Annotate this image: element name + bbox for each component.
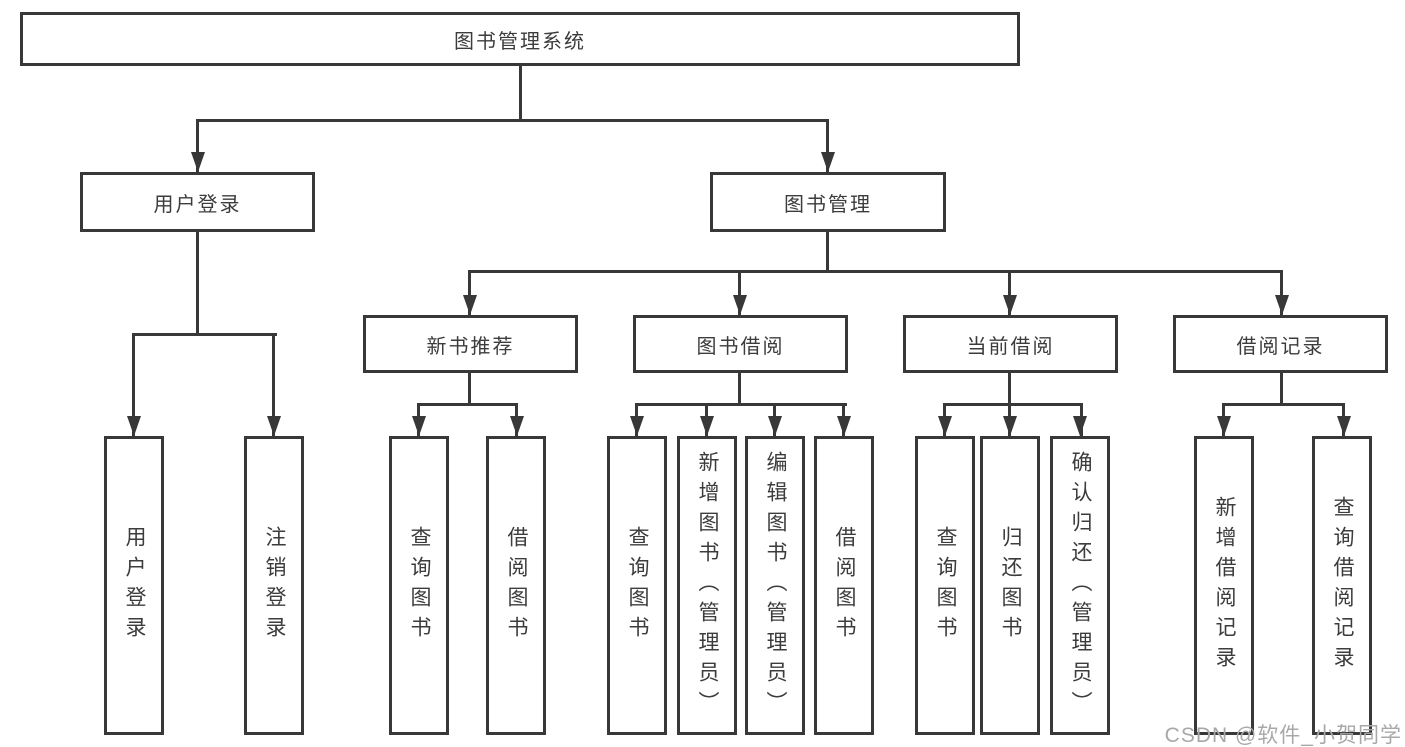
connector-drop-user-login <box>196 119 199 172</box>
arrowhead-cb-query <box>938 416 952 436</box>
arrowhead-bb-add <box>700 416 714 436</box>
connector-user-login-stem <box>196 232 199 335</box>
leaf-bb-borrow-book: 借阅图书 <box>814 436 874 735</box>
arrowhead-br-query <box>1337 416 1351 436</box>
node-borrow-record: 借阅记录 <box>1173 315 1388 373</box>
leaf-logout: 注销登录 <box>244 436 304 735</box>
connector-root-rail <box>196 119 829 122</box>
arrowhead-book-mgmt <box>821 152 835 172</box>
csdn-watermark: CSDN @软件_小贺同学 <box>1164 724 1402 747</box>
leaf-bb-add-book-label: 新增图书（管理员） <box>696 450 719 721</box>
leaf-cb-confirm-return: 确认归还（管理员） <box>1050 436 1110 735</box>
node-system-root: 图书管理系统 <box>20 12 1020 66</box>
leaf-rec-borrow-book-label: 借阅图书 <box>505 525 528 646</box>
leaf-bb-query-book: 查询图书 <box>607 436 667 735</box>
leaf-br-add-record: 新增借阅记录 <box>1194 436 1254 735</box>
arrowhead-cb-return <box>1003 416 1017 436</box>
leaf-cb-confirm-return-label: 确认归还（管理员） <box>1069 450 1092 721</box>
connector-book-borrow-rail <box>635 403 847 406</box>
node-new-book-rec: 新书推荐 <box>363 315 578 373</box>
arrowhead-logout-leaf <box>267 416 281 436</box>
node-current-borrow: 当前借阅 <box>903 315 1118 373</box>
arrowhead-rec-borrow <box>510 416 524 436</box>
leaf-br-query-record: 查询借阅记录 <box>1312 436 1372 735</box>
arrowhead-user-login <box>191 152 205 172</box>
connector-drop-new-book-rec <box>468 270 471 315</box>
leaf-cb-query-book-label: 查询图书 <box>934 525 957 646</box>
leaf-rec-borrow-book: 借阅图书 <box>486 436 546 735</box>
node-book-borrow: 图书借阅 <box>633 315 848 373</box>
arrowhead-bb-edit <box>768 416 782 436</box>
arrowhead-cb-confirm <box>1073 416 1087 436</box>
leaf-user-login: 用户登录 <box>104 436 164 735</box>
arrowhead-borrow-record <box>1275 295 1289 315</box>
leaf-cb-return-book-label: 归还图书 <box>999 525 1022 646</box>
connector-drop-book-borrow <box>738 270 741 315</box>
connector-drop-book-mgmt <box>826 119 829 172</box>
leaf-logout-label: 注销登录 <box>263 525 286 646</box>
connector-borrow-record-rail <box>1222 403 1345 406</box>
arrowhead-login-leaf <box>127 416 141 436</box>
connector-book-mgmt-stem <box>826 232 829 272</box>
node-current-borrow-label: 当前借阅 <box>966 335 1055 358</box>
node-user-login-label: 用户登录 <box>153 193 242 216</box>
connector-drop-login-leaf <box>132 333 135 436</box>
node-borrow-record-label: 借阅记录 <box>1236 335 1325 358</box>
leaf-br-add-record-label: 新增借阅记录 <box>1213 495 1236 676</box>
leaf-rec-query-book: 查询图书 <box>389 436 449 735</box>
connector-drop-logout-leaf <box>272 333 275 436</box>
arrowhead-bb-borrow <box>837 416 851 436</box>
leaf-rec-query-book-label: 查询图书 <box>408 525 431 646</box>
node-system-root-label: 图书管理系统 <box>454 30 586 53</box>
leaf-user-login-label: 用户登录 <box>123 525 146 646</box>
connector-new-book-rec-rail <box>417 403 518 406</box>
connector-borrow-record-stem <box>1280 373 1283 405</box>
leaf-bb-borrow-book-label: 借阅图书 <box>833 525 856 646</box>
leaf-bb-add-book: 新增图书（管理员） <box>677 436 737 735</box>
leaf-cb-return-book: 归还图书 <box>980 436 1040 735</box>
node-book-borrow-label: 图书借阅 <box>696 335 785 358</box>
leaf-bb-edit-book-label: 编辑图书（管理员） <box>764 450 787 721</box>
connector-user-login-rail <box>132 333 277 336</box>
connector-current-borrow-rail <box>943 403 1083 406</box>
connector-root-stem <box>519 66 522 120</box>
arrowhead-rec-query <box>412 416 426 436</box>
arrowhead-new-book-rec <box>463 295 477 315</box>
node-book-mgmt: 图书管理 <box>710 172 946 232</box>
connector-drop-current-borrow <box>1008 270 1011 315</box>
connector-drop-borrow-record <box>1280 270 1283 315</box>
arrowhead-br-add <box>1217 416 1231 436</box>
connector-new-book-rec-stem <box>468 373 471 405</box>
connector-book-mgmt-rail <box>468 270 1283 273</box>
arrowhead-bb-query <box>630 416 644 436</box>
leaf-cb-query-book: 查询图书 <box>915 436 975 735</box>
arrowhead-book-borrow <box>733 295 747 315</box>
leaf-bb-query-book-label: 查询图书 <box>626 525 649 646</box>
node-new-book-rec-label: 新书推荐 <box>426 335 515 358</box>
connector-current-borrow-stem <box>1008 373 1011 405</box>
node-book-mgmt-label: 图书管理 <box>784 193 872 216</box>
connector-book-borrow-stem <box>738 373 741 405</box>
node-user-login: 用户登录 <box>80 172 315 232</box>
leaf-br-query-record-label: 查询借阅记录 <box>1331 495 1354 676</box>
leaf-bb-edit-book: 编辑图书（管理员） <box>745 436 805 735</box>
arrowhead-current-borrow <box>1003 295 1017 315</box>
